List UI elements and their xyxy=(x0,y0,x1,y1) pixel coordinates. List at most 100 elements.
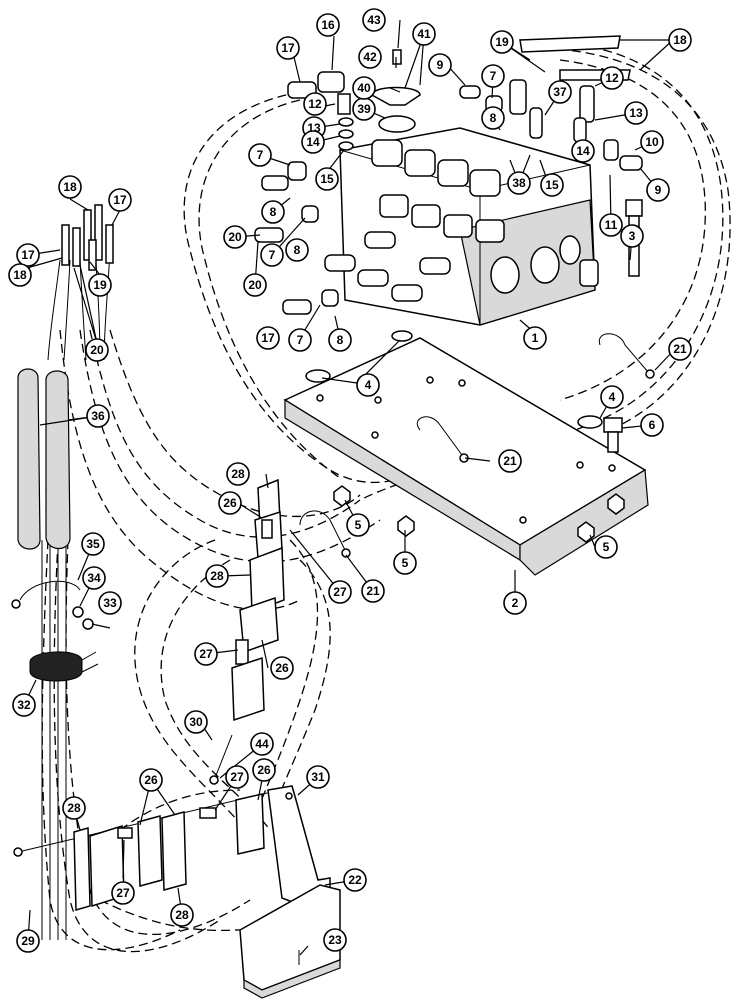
svg-text:17: 17 xyxy=(113,193,127,207)
svg-text:29: 29 xyxy=(21,934,35,948)
callout-26: 26 xyxy=(139,768,163,792)
svg-text:21: 21 xyxy=(503,454,517,468)
svg-text:41: 41 xyxy=(417,27,431,41)
callout-33: 33 xyxy=(98,591,122,615)
svg-text:12: 12 xyxy=(308,97,322,111)
callout-36: 36 xyxy=(86,404,110,428)
callout-11: 11 xyxy=(599,213,623,237)
svg-text:20: 20 xyxy=(228,230,242,244)
svg-text:33: 33 xyxy=(103,596,117,610)
callout-27: 27 xyxy=(328,580,352,604)
svg-text:6: 6 xyxy=(649,418,656,432)
svg-text:16: 16 xyxy=(321,18,335,32)
callout-38: 38 xyxy=(507,171,531,195)
svg-text:18: 18 xyxy=(63,180,77,194)
callout-31: 31 xyxy=(306,765,330,789)
svg-text:32: 32 xyxy=(17,698,31,712)
callout-41: 41 xyxy=(412,22,436,46)
svg-text:36: 36 xyxy=(91,409,105,423)
svg-text:4: 4 xyxy=(365,378,372,392)
svg-text:26: 26 xyxy=(257,763,271,777)
callout-28: 28 xyxy=(62,796,86,820)
svg-text:3: 3 xyxy=(629,229,636,243)
svg-text:26: 26 xyxy=(223,496,237,510)
callout-22: 22 xyxy=(343,868,367,892)
callout-20: 20 xyxy=(243,273,267,297)
callout-43: 43 xyxy=(362,8,386,32)
callout-17: 17 xyxy=(16,243,40,267)
callout-21: 21 xyxy=(668,337,692,361)
svg-text:40: 40 xyxy=(357,81,371,95)
svg-text:44: 44 xyxy=(255,737,269,751)
svg-text:34: 34 xyxy=(87,571,101,585)
svg-text:17: 17 xyxy=(281,41,295,55)
callout-37: 37 xyxy=(548,80,572,104)
svg-text:2: 2 xyxy=(512,596,519,610)
callout-7: 7 xyxy=(481,64,505,88)
svg-text:23: 23 xyxy=(328,933,342,947)
callout-12: 12 xyxy=(600,66,624,90)
svg-text:13: 13 xyxy=(629,106,643,120)
callout-29: 29 xyxy=(16,929,40,953)
svg-text:35: 35 xyxy=(86,537,100,551)
washers-and-nuts xyxy=(305,330,625,543)
callout-44: 44 xyxy=(250,732,274,756)
callout-28: 28 xyxy=(205,564,229,588)
bundle-clamp-parts xyxy=(11,580,99,682)
svg-text:14: 14 xyxy=(576,144,590,158)
callout-20: 20 xyxy=(223,225,247,249)
callout-18: 18 xyxy=(8,263,32,287)
callout-9: 9 xyxy=(646,178,670,202)
svg-text:7: 7 xyxy=(269,248,276,262)
hose-guide-stack xyxy=(209,478,285,785)
svg-text:27: 27 xyxy=(199,647,213,661)
svg-text:27: 27 xyxy=(230,770,244,784)
callout-8: 8 xyxy=(285,238,309,262)
callout-18: 18 xyxy=(58,175,82,199)
callout-39: 39 xyxy=(352,97,376,121)
callout-19: 19 xyxy=(490,30,514,54)
svg-text:37: 37 xyxy=(553,85,567,99)
callouts: 1 2 3 4 4 5 5 5 6 7 7 7 7 8 8 8 8 9 9 10… xyxy=(8,8,692,953)
callout-17: 17 xyxy=(276,36,300,60)
callout-4: 4 xyxy=(356,373,380,397)
svg-text:7: 7 xyxy=(490,69,497,83)
svg-text:18: 18 xyxy=(673,33,687,47)
callout-8: 8 xyxy=(328,328,352,352)
svg-text:20: 20 xyxy=(90,343,104,357)
callout-42: 42 xyxy=(358,45,382,69)
svg-text:5: 5 xyxy=(355,518,362,532)
callout-8: 8 xyxy=(481,106,505,130)
callout-27: 27 xyxy=(194,642,218,666)
callout-16: 16 xyxy=(316,13,340,37)
svg-text:9: 9 xyxy=(655,183,662,197)
svg-text:7: 7 xyxy=(297,333,304,347)
callout-7: 7 xyxy=(248,143,272,167)
svg-text:8: 8 xyxy=(490,111,497,125)
callout-18: 18 xyxy=(668,28,692,52)
svg-text:43: 43 xyxy=(367,13,381,27)
svg-text:17: 17 xyxy=(261,331,275,345)
callout-14: 14 xyxy=(571,139,595,163)
svg-text:7: 7 xyxy=(257,148,264,162)
control-valve-assembly xyxy=(324,127,599,326)
callout-3: 3 xyxy=(620,224,644,248)
callout-26: 26 xyxy=(270,656,294,680)
svg-text:8: 8 xyxy=(337,333,344,347)
svg-text:31: 31 xyxy=(311,770,325,784)
svg-text:38: 38 xyxy=(512,176,526,190)
hose-clamps xyxy=(299,333,655,558)
svg-text:15: 15 xyxy=(320,172,334,186)
callout-26: 26 xyxy=(252,758,276,782)
svg-text:18: 18 xyxy=(13,268,27,282)
svg-text:10: 10 xyxy=(645,135,659,149)
svg-text:39: 39 xyxy=(357,102,371,116)
callout-8: 8 xyxy=(261,200,285,224)
svg-text:42: 42 xyxy=(363,50,377,64)
callout-12: 12 xyxy=(303,92,327,116)
callout-15: 15 xyxy=(315,167,339,191)
hose-fittings-left xyxy=(61,204,114,271)
callout-20: 20 xyxy=(85,338,109,362)
svg-text:28: 28 xyxy=(210,569,224,583)
